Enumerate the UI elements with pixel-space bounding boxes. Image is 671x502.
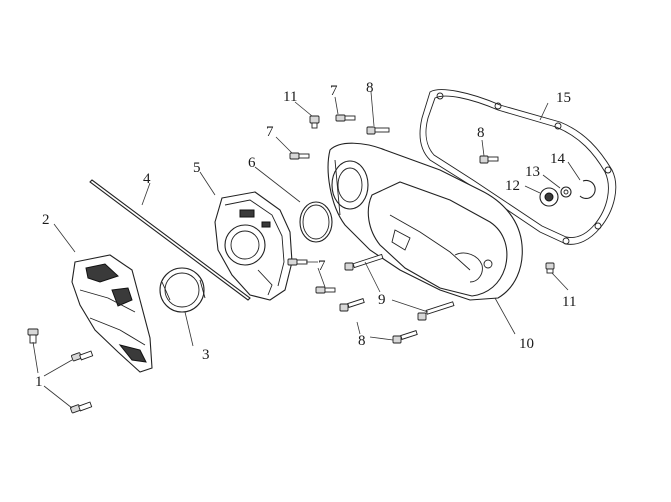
- callout-11-right: 11: [562, 294, 576, 310]
- callout-8-top: 8: [366, 80, 374, 96]
- callout-14: 14: [550, 151, 566, 167]
- callout-2: 2: [42, 212, 50, 228]
- callout-9: 9: [378, 292, 386, 308]
- callout-4: 4: [143, 171, 151, 187]
- circlip-part-14: [579, 179, 596, 199]
- callout-5: 5: [193, 160, 201, 176]
- callout-13: 13: [525, 164, 540, 180]
- callout-8-bottom: 8: [358, 333, 366, 349]
- callout-15: 15: [556, 90, 571, 106]
- bolt-part-7d: [315, 286, 336, 294]
- inner-cover-part-5: [214, 191, 293, 301]
- bolt-part-8c: [339, 298, 365, 312]
- bolt-part-8a: [366, 126, 390, 135]
- leader-lines: [32, 91, 581, 409]
- bolt-part-1b: [71, 350, 94, 362]
- bolt-part-7b: [289, 152, 310, 160]
- bolt-part-1c: [70, 401, 93, 414]
- callout-7-left: 7: [266, 124, 274, 140]
- gasket-part-15: [419, 89, 617, 245]
- bolt-part-7a: [335, 114, 356, 122]
- callout-numbers: 1 2 3 4 5 6 7 7 7 8 8 8 9 10 11 11 12 13…: [35, 80, 576, 390]
- washer-part-13: [560, 186, 572, 198]
- callout-7-middle: 7: [318, 258, 326, 274]
- rod-part-4: [89, 179, 251, 301]
- callout-3: 3: [202, 347, 210, 363]
- bolts: [27, 114, 555, 414]
- bolt-part-8d: [392, 330, 418, 344]
- callout-6: 6: [248, 155, 256, 171]
- bolt-part-11b: [545, 262, 555, 274]
- bearing-part-12: [539, 187, 559, 207]
- bolt-part-9a: [344, 253, 384, 271]
- bolt-part-11a: [309, 115, 320, 129]
- callout-11-top: 11: [283, 89, 297, 105]
- callout-12: 12: [505, 178, 520, 194]
- o-ring-part-6: [299, 201, 333, 243]
- callout-1: 1: [35, 374, 43, 390]
- callout-7-top: 7: [330, 83, 338, 99]
- callout-10: 10: [519, 336, 534, 352]
- crankcase-cover-part-10: [327, 142, 523, 301]
- bolt-part-8b: [479, 155, 499, 164]
- callout-8-right: 8: [477, 125, 485, 141]
- sprocket-cover-part-2: [71, 254, 153, 373]
- bolt-part-7c: [287, 258, 308, 266]
- bolt-part-1a: [27, 328, 39, 344]
- sleeve-part-3: [159, 267, 206, 313]
- bolt-part-9b: [417, 301, 455, 321]
